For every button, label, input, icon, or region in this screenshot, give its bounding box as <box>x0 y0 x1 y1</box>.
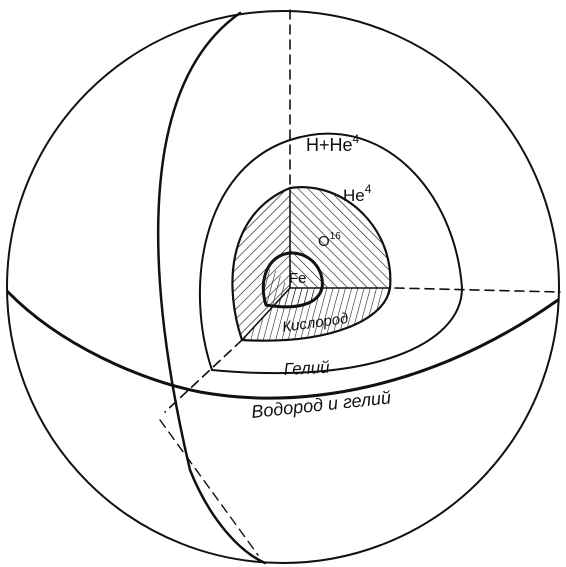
helium-layer-label: Гелий <box>283 358 330 379</box>
hydrogen-layer-label: Водород и гелий <box>250 387 392 422</box>
helium-formula-label: He4 <box>343 182 372 205</box>
iron-formula-label: Fe <box>289 270 307 287</box>
outer-formula-label: H+He4 <box>306 132 360 155</box>
horizontal-axis <box>395 288 560 292</box>
diagonal-axis <box>165 340 242 412</box>
diagonal-axis-lower <box>160 420 258 555</box>
